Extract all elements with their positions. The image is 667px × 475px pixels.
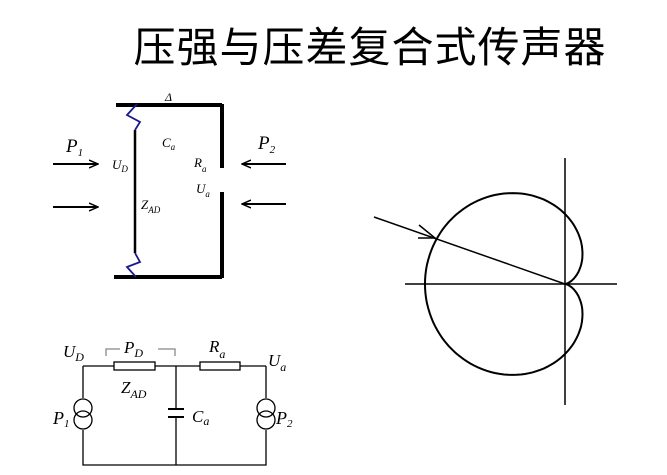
capacitor-ca <box>168 408 184 418</box>
resistor-ra <box>199 361 241 371</box>
resistor-zad <box>113 361 156 371</box>
circuit-zad-label: ZAD <box>121 378 147 401</box>
microphone-structure-diagram <box>53 103 286 279</box>
delta-label: Δ <box>164 90 172 104</box>
equivalent-circuit <box>73 348 276 466</box>
diaphragm-spring-top <box>125 103 142 131</box>
ra-label: Ra <box>193 155 207 174</box>
diaphragm-spring-bottom <box>125 252 142 278</box>
p2-label: P2 <box>257 133 276 156</box>
circuit-wire <box>82 365 267 466</box>
p1-label: P1 <box>65 136 83 159</box>
circuit-ua-label: Ua <box>268 351 286 374</box>
circuit-ud-label: UD <box>63 342 84 364</box>
circuit-ra-label: Ra <box>208 337 225 361</box>
ca-label: Ca <box>162 135 176 152</box>
source-p1 <box>73 398 93 430</box>
incident-sound-ray <box>373 216 566 285</box>
zad-label: ZAD <box>141 197 161 215</box>
source-p2 <box>256 398 276 430</box>
incident-arrow-head <box>418 224 438 239</box>
circuit-p2-label: P2 <box>275 408 293 430</box>
ua-label: Ua <box>196 181 210 199</box>
circuit-pd-label: PD <box>123 338 143 360</box>
ud-label: UD <box>112 157 128 174</box>
circuit-p1-label: P1 <box>52 408 70 430</box>
polar-pattern <box>373 158 617 405</box>
slide-title: 压强与压差复合式传声器 <box>133 23 607 72</box>
pd-bracket <box>105 348 176 356</box>
circuit-ca-label: Ca <box>192 407 209 428</box>
